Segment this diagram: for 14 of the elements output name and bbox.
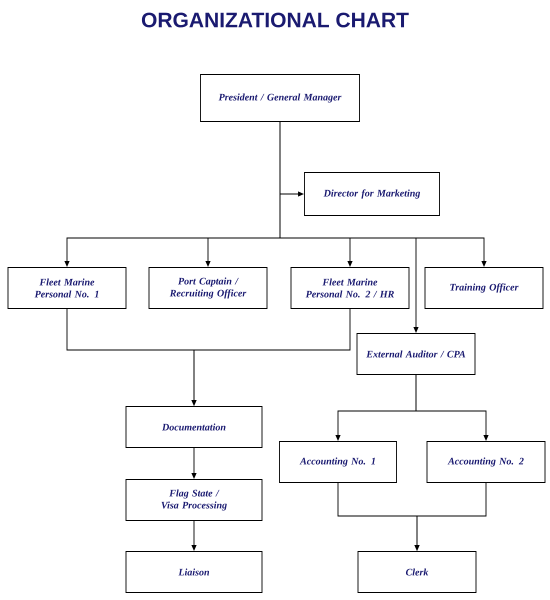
position-box: External Auditor / CPA bbox=[356, 333, 476, 375]
position-box: Documentation bbox=[126, 406, 262, 448]
position-box: Training Officer bbox=[424, 267, 544, 309]
position-box: Liaison bbox=[126, 551, 262, 593]
position-box: Port Captain / Recruiting Officer bbox=[148, 267, 268, 309]
position-box: President / General Manager bbox=[200, 74, 360, 122]
chart-title: ORGANIZATIONAL CHART bbox=[142, 12, 409, 28]
position-box: Fleet Marine Personal No. 1 bbox=[8, 267, 126, 309]
position-box: Accounting No. 2 bbox=[426, 441, 546, 483]
position-box: Director for Marketing bbox=[304, 172, 440, 216]
position-box: Flag State / Visa Processing bbox=[126, 479, 262, 521]
position-box: Accounting No. 1 bbox=[279, 441, 397, 483]
position-box: Fleet Marine Personal No. 2 / HR bbox=[290, 267, 410, 309]
position-box: Clerk bbox=[358, 551, 476, 593]
